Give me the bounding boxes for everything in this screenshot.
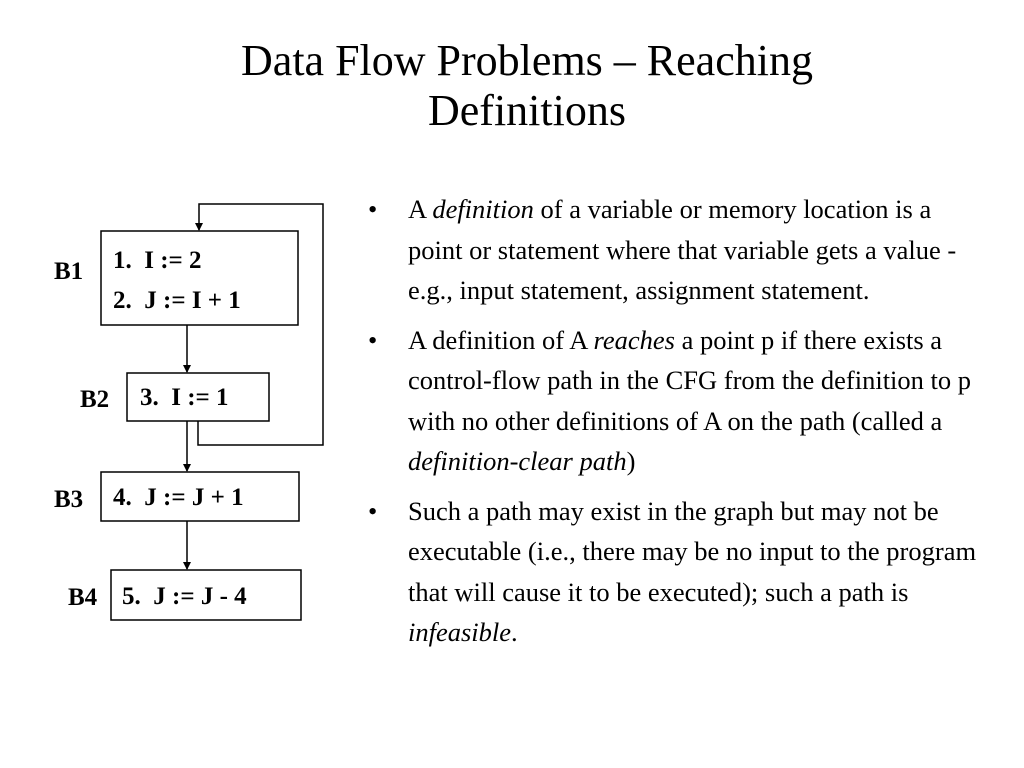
- block-b3-label: B3: [54, 486, 83, 513]
- edge-b2-b1-loop: [195, 203, 324, 446]
- bullet-2-text: A definition of A reaches a point p if t…: [408, 325, 971, 477]
- block-b2: B2 3. I := 1: [80, 372, 270, 422]
- block-b1: B1 1. I := 2 2. J := I + 1: [54, 230, 299, 326]
- statement-4: 4. J := J + 1: [113, 484, 244, 511]
- block-b1-box: [100, 230, 299, 326]
- block-b3: B3 4. J := J + 1: [54, 471, 300, 522]
- emphasized-term: definition-clear path: [408, 446, 627, 476]
- text-run: a point p if there exists a control-flow…: [408, 324, 972, 436]
- bullet-definition: A definition of a variable or memory loc…: [364, 189, 984, 311]
- block-b4: B4 5. J := J - 4: [68, 569, 302, 621]
- text-run: A: [408, 194, 433, 224]
- text-run: A definition of A: [408, 324, 594, 355]
- bullet-1-text: A definition of a variable or memory loc…: [408, 194, 956, 305]
- slide-title: Data Flow Problems – Reaching Definition…: [112, 36, 942, 136]
- text-run: .: [511, 617, 518, 647]
- bullet-reaches: A definition of A reaches a point p if t…: [364, 320, 984, 482]
- title-line-2: Definitions: [428, 86, 626, 135]
- block-b4-label: B4: [68, 584, 98, 611]
- block-b2-label: B2: [80, 386, 109, 413]
- text-run: Such a path may exist in the graph but m…: [408, 495, 977, 607]
- bullet-3-text: Such a path may exist in the graph but m…: [408, 496, 976, 648]
- block-b1-label: B1: [54, 258, 83, 285]
- statement-2: 2. J := I + 1: [113, 287, 241, 314]
- bullet-infeasible: Such a path may exist in the graph but m…: [364, 491, 984, 653]
- bullet-list: A definition of a variable or memory loc…: [364, 189, 984, 662]
- title-line-1: Data Flow Problems – Reaching: [241, 36, 813, 85]
- text-run: ): [626, 446, 636, 476]
- statement-5: 5. J := J - 4: [122, 583, 247, 610]
- emphasized-term: infeasible: [408, 617, 512, 647]
- statement-3: 3. I := 1: [140, 384, 229, 411]
- emphasized-term: definition: [432, 194, 534, 224]
- block-b3-box: [100, 471, 300, 522]
- statement-1: 1. I := 2: [113, 247, 202, 274]
- text-run: of a variable or memory location is a po…: [408, 194, 957, 305]
- block-b4-box: [110, 569, 302, 621]
- emphasized-term: reaches: [593, 324, 675, 355]
